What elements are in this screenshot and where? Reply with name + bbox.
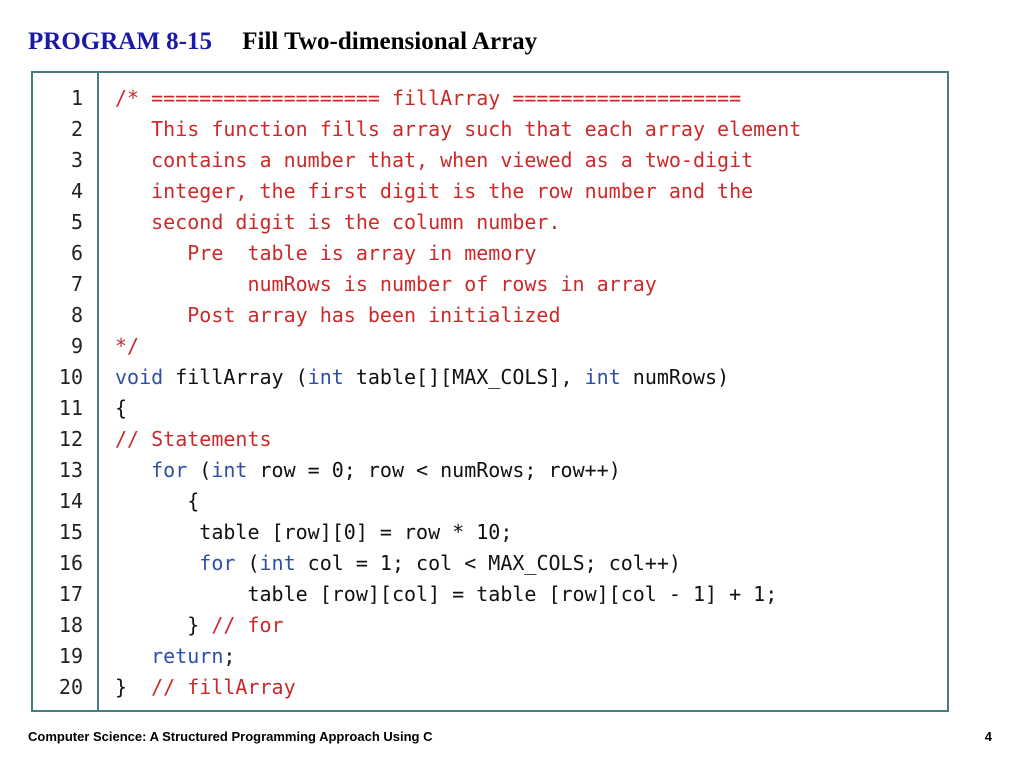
code-text: [115, 551, 199, 575]
code-line: void fillArray (int table[][MAX_COLS], i…: [115, 362, 729, 393]
code-comment: This function fills array such that each…: [115, 117, 802, 141]
code-comment: Post array has been initialized: [115, 303, 561, 327]
line-number: 5: [70, 210, 83, 234]
line-number: 7: [70, 272, 83, 296]
code-text: [115, 458, 151, 482]
code-keyword: int: [211, 458, 248, 482]
code-line: numRows is number of rows in array: [115, 269, 657, 300]
line-number: 13: [58, 458, 83, 482]
code-line: This function fills array such that each…: [115, 114, 801, 145]
code-comment: // fillArray: [151, 675, 296, 699]
line-number: 9: [70, 334, 83, 358]
code-comment: */: [115, 334, 140, 358]
footer-book-title: Computer Science: A Structured Programmi…: [28, 729, 433, 744]
code-line: */: [115, 331, 139, 362]
code-line: for (int row = 0; row < numRows; row++): [115, 455, 621, 486]
line-number: 10: [58, 365, 83, 389]
code-comment: numRows is number of rows in array: [115, 272, 657, 296]
code-keyword: return: [151, 644, 224, 668]
page-number: 4: [984, 729, 992, 744]
code-comment: // Statements: [115, 427, 272, 451]
code-line: } // for: [115, 610, 284, 641]
code-comment: // for: [211, 613, 284, 637]
code-line: /* =================== fillArray =======…: [115, 83, 741, 114]
code-line: } // fillArray: [115, 672, 296, 703]
line-number: 8: [70, 303, 83, 327]
line-number: 11: [58, 396, 83, 420]
code-keyword: for: [199, 551, 236, 575]
code-keyword: int: [259, 551, 296, 575]
code-text: row = 0; row < numRows; row++): [247, 458, 621, 482]
line-number: 1: [70, 86, 83, 110]
line-number: 16: [58, 551, 83, 575]
code-keyword: int: [307, 365, 344, 389]
code-text: }: [115, 613, 212, 637]
code-keyword: int: [584, 365, 621, 389]
code-comment: Pre table is array in memory: [115, 241, 537, 265]
code-line: second digit is the column number.: [115, 207, 561, 238]
line-number: 19: [58, 644, 83, 668]
line-number: 4: [70, 179, 83, 203]
line-number: 20: [58, 675, 83, 699]
code-text: }: [115, 675, 152, 699]
code-text: [115, 644, 151, 668]
code-line: integer, the first digit is the row numb…: [115, 176, 753, 207]
code-comment: second digit is the column number.: [115, 210, 561, 234]
code-text: ;: [223, 644, 236, 668]
slide-title: PROGRAM 8-15 Fill Two-dimensional Array: [28, 24, 537, 60]
line-number: 15: [58, 520, 83, 544]
code-text: fillArray (: [163, 365, 308, 389]
code-text: table[][MAX_COLS],: [343, 365, 585, 389]
code-line: Pre table is array in memory: [115, 238, 536, 269]
program-label: PROGRAM 8-15: [28, 28, 212, 55]
code-line: for (int col = 1; col < MAX_COLS; col++): [115, 548, 681, 579]
code-line: table [row][0] = row * 10;: [115, 517, 512, 548]
code-line: table [row][col] = table [row][col - 1] …: [115, 579, 777, 610]
code-text: {: [115, 489, 200, 513]
code-text: {: [115, 396, 128, 420]
code-comment: integer, the first digit is the row numb…: [115, 179, 754, 203]
code-text: (: [187, 458, 212, 482]
code-line: {: [115, 393, 127, 424]
code-line: // Statements: [115, 424, 272, 455]
code-text: table [row][col] = table [row][col - 1] …: [115, 582, 778, 606]
code-keyword: void: [115, 365, 164, 389]
line-number: 3: [70, 148, 83, 172]
code-text: numRows): [620, 365, 730, 389]
line-number: 6: [70, 241, 83, 265]
line-number: 17: [58, 582, 83, 606]
code-keyword: for: [151, 458, 188, 482]
code-comment: contains a number that, when viewed as a…: [115, 148, 754, 172]
code-line: Post array has been initialized: [115, 300, 561, 331]
code-line: contains a number that, when viewed as a…: [115, 145, 753, 176]
line-number: 12: [58, 427, 83, 451]
code-text: col = 1; col < MAX_COLS; col++): [295, 551, 681, 575]
line-number: 14: [58, 489, 83, 513]
line-number: 2: [70, 117, 83, 141]
code-text: table [row][0] = row * 10;: [115, 520, 513, 544]
line-number: 18: [58, 613, 83, 637]
code-line: {: [115, 486, 199, 517]
code-line: return;: [115, 641, 235, 672]
program-title: Fill Two-dimensional Array: [242, 28, 538, 55]
code-comment: /* =================== fillArray =======…: [115, 86, 742, 110]
code-text: (: [235, 551, 260, 575]
